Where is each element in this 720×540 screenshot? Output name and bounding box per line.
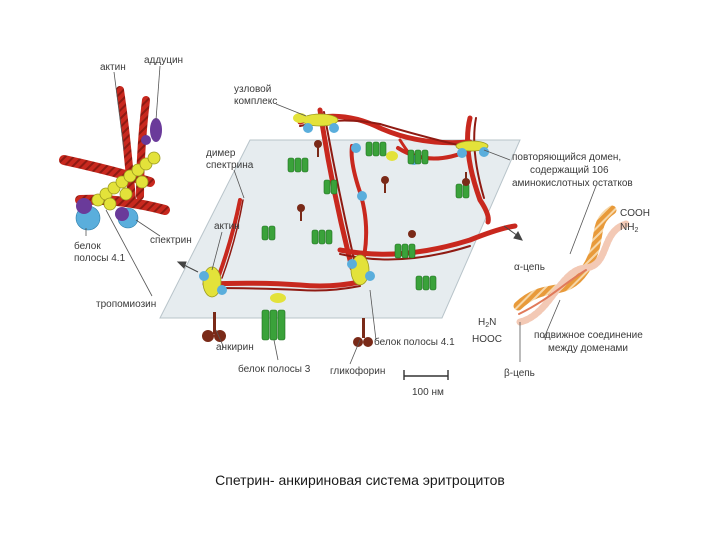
label-repeat-3: аминокислотных остатков [512,178,633,189]
label-actin-mid: актин [214,221,240,232]
label-band41-1: белок [74,240,101,252]
label-repeat-2: содержащий 106 [530,165,609,176]
label-nodal-complex-1: узловой [234,84,271,95]
label-h2n: H2N [478,317,496,329]
label-repeat-1: повторяющийся домен, [512,152,621,163]
label-actin-top: актин [100,62,126,73]
label-spectrin: спектрин [150,235,192,246]
scale-bar [404,370,448,380]
inset-actin-filament [64,90,165,230]
label-nh2: NH2 [620,222,638,234]
label-band41-right: белок полосы 4.1 [374,336,455,348]
label-nodal-complex-2: комплекс [234,96,277,107]
label-glycophorin: гликофорин [330,365,385,377]
label-beta-chain: β-цепь [504,368,535,379]
label-alpha-chain: α-цепь [514,262,545,273]
label-cooh: COOH [620,208,650,219]
figure-caption: Спетрин- анкириновая система эритроцитов [0,472,720,488]
label-band41-2: полосы 4.1 [74,253,126,264]
label-adducin: аддуцин [144,55,183,66]
label-dimer-2: спектрина [206,160,254,171]
label-dimer-1: димер [206,148,236,159]
label-scale: 100 нм [412,387,444,398]
label-flex-1: подвижное соединение [534,330,643,341]
label-band3: белок полосы 3 [238,363,311,375]
label-tropomyosin: тропомиозин [96,299,156,310]
label-flex-2: между доменами [548,343,628,354]
label-ankyrin: анкирин [216,342,254,353]
label-hooc: HOOC [472,334,502,345]
